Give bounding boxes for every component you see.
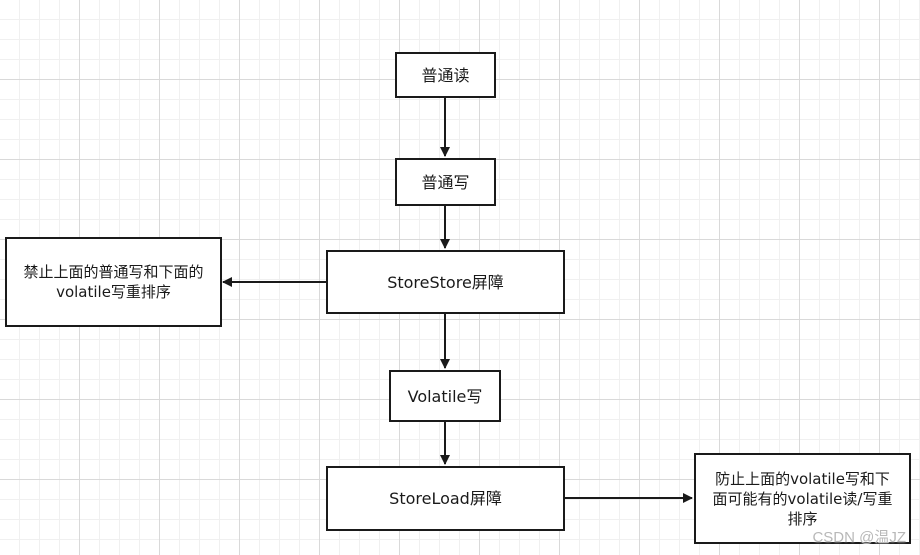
note-storestore-text: 禁止上面的普通写和下面的 volatile写重排序 xyxy=(23,262,203,302)
node-normal-read-label: 普通读 xyxy=(421,65,470,85)
note-storeload-line: 排序 xyxy=(787,509,818,528)
csdn-watermark: CSDN @温JZ xyxy=(812,529,906,546)
note-storestore-line: volatile写重排序 xyxy=(56,283,171,301)
node-storestore-barrier: StoreStore屏障 xyxy=(326,250,565,314)
note-storestore: 禁止上面的普通写和下面的 volatile写重排序 xyxy=(5,237,222,327)
note-storestore-line: 禁止上面的普通写和下面的 xyxy=(23,263,204,281)
node-normal-write-label: 普通写 xyxy=(421,172,470,192)
note-storeload-line: 面可能有的volatile读/写重 xyxy=(712,489,893,508)
node-normal-write: 普通写 xyxy=(395,158,496,206)
node-volatile-write-label: Volatile写 xyxy=(407,386,483,406)
note-storeload-line: 防止上面的volatile写和下 xyxy=(715,469,890,488)
node-volatile-write: Volatile写 xyxy=(389,370,501,422)
node-storeload-barrier-label: StoreLoad屏障 xyxy=(389,489,502,508)
node-storestore-barrier-label: StoreStore屏障 xyxy=(387,272,504,292)
node-normal-read: 普通读 xyxy=(395,52,496,98)
note-storeload: 防止上面的volatile写和下 面可能有的volatile读/写重 排序 xyxy=(694,453,911,544)
node-storeload-barrier: StoreLoad屏障 xyxy=(326,466,565,531)
note-storeload-text: 防止上面的volatile写和下 面可能有的volatile读/写重 排序 xyxy=(713,469,893,529)
